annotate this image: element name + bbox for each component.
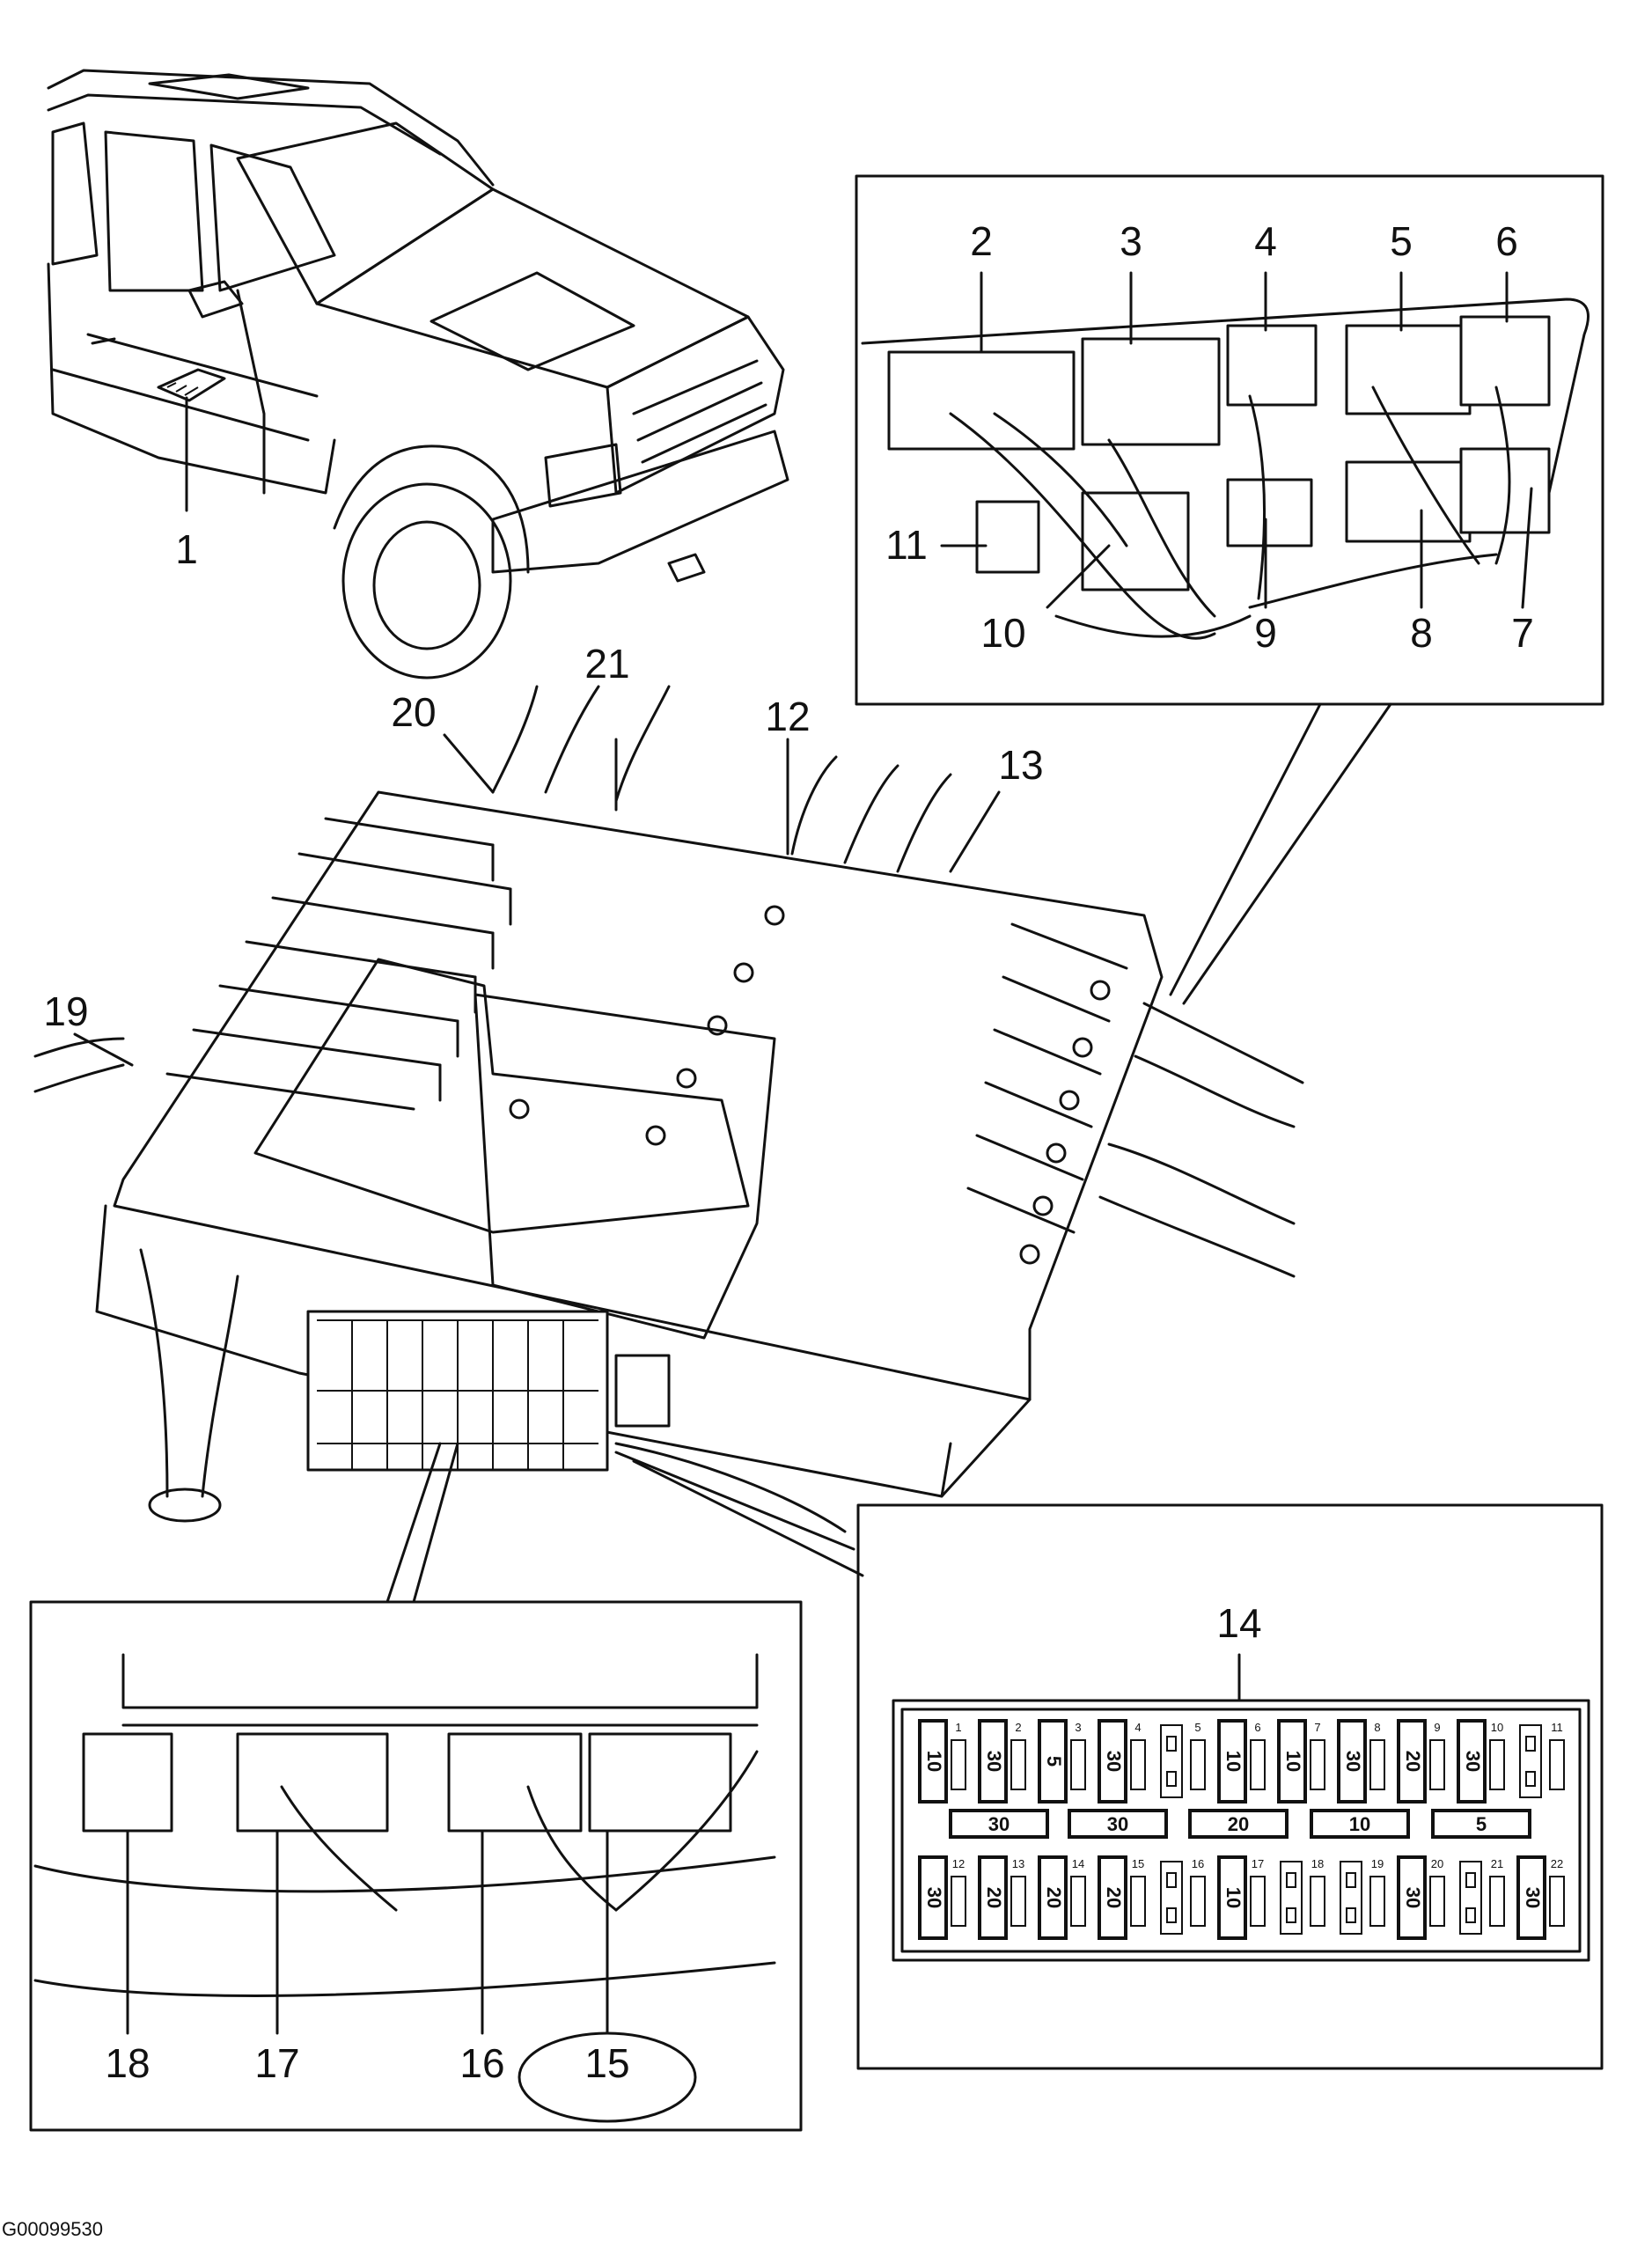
callout-15: 15 xyxy=(584,2040,629,2086)
callout-2: 2 xyxy=(970,218,993,264)
middle-row-fuse-rating: 30 xyxy=(1107,1813,1128,1835)
top-row-fuse-rating: 30 xyxy=(983,1751,1005,1772)
bottom-row-fuse-rating: 20 xyxy=(983,1887,1005,1908)
top-row-slot-number: 6 xyxy=(1254,1721,1260,1734)
top-row-slot-number: 7 xyxy=(1314,1721,1320,1734)
callout-1: 1 xyxy=(175,526,198,572)
document-id: G00099530 xyxy=(2,2218,103,2240)
callout-12: 12 xyxy=(765,694,810,739)
bottom-row-slot-number: 14 xyxy=(1072,1857,1084,1870)
bottom-row-slot-number: 22 xyxy=(1551,1857,1563,1870)
callout-16: 16 xyxy=(459,2040,504,2086)
bottom-row-slot-number: 18 xyxy=(1311,1857,1324,1870)
top-row-fuse-rating: 10 xyxy=(1222,1751,1245,1772)
top-row-fuse-rating: 10 xyxy=(1282,1751,1304,1772)
middle-row-fuse-rating: 5 xyxy=(1476,1813,1487,1835)
middle-row-fuse-rating: 30 xyxy=(988,1813,1010,1835)
top-row-fuse-rating: 5 xyxy=(1043,1756,1065,1767)
fuse-grid: 10 1 30 2 5 3 30 4 5 10 6 10 7 30 8 20 9 30 10 11 30 12 20 13 20… xyxy=(918,1719,1565,1940)
top-row-fuse xyxy=(1277,1719,1307,1804)
bottom-row-slot-number: 16 xyxy=(1192,1857,1204,1870)
bottom-row-fuse-rating: 20 xyxy=(1043,1887,1065,1908)
top-row-fuse xyxy=(1098,1719,1127,1804)
callout-20: 20 xyxy=(391,689,436,735)
callout-7: 7 xyxy=(1511,610,1534,656)
bottom-row-slot-number: 20 xyxy=(1431,1857,1443,1870)
bottom-row-slot-number: 13 xyxy=(1012,1857,1024,1870)
top-row-fuse-rating: 30 xyxy=(1462,1751,1484,1772)
top-row-fuse xyxy=(1217,1719,1247,1804)
top-row-fuse-rating: 30 xyxy=(1342,1751,1364,1772)
bottom-row-fuse xyxy=(918,1855,948,1940)
middle-row-fuse-rating: 10 xyxy=(1349,1813,1370,1835)
bottom-row-fuse xyxy=(978,1855,1008,1940)
bottom-row-slot-number: 15 xyxy=(1132,1857,1144,1870)
bottom-row-slot-number: 17 xyxy=(1252,1857,1264,1870)
top-row-fuse-rating: 10 xyxy=(923,1751,945,1772)
callout-6: 6 xyxy=(1495,218,1518,264)
callout-8: 8 xyxy=(1410,610,1433,656)
callout-14: 14 xyxy=(1216,1600,1261,1646)
bottom-row-fuse-rating: 10 xyxy=(1222,1887,1245,1908)
callout-13: 13 xyxy=(998,742,1043,788)
module-location-marker xyxy=(157,368,226,402)
top-row-slot-number: 1 xyxy=(955,1721,961,1734)
middle-row-fuse xyxy=(1310,1809,1410,1839)
callout-4: 4 xyxy=(1254,218,1277,264)
bottom-row-slot-number: 12 xyxy=(952,1857,965,1870)
callout-labels: 1 2 3 4 5 6 7 8 9 10 11 12 13 14 15 16 1… xyxy=(43,218,1533,2086)
bottom-row-fuse xyxy=(1516,1855,1546,1940)
top-row-fuse-rating: 30 xyxy=(1103,1751,1125,1772)
top-row-slot-number: 11 xyxy=(1551,1721,1563,1734)
bottom-row-slot-number: 19 xyxy=(1371,1857,1384,1870)
relay-inset-panel xyxy=(29,1600,803,2132)
bottom-row-fuse xyxy=(1098,1855,1127,1940)
fuse-box-inset-panel: 10 1 30 2 5 3 30 4 5 10 6 10 7 30 8 20 9 30 10 11 30 12 20 13 20… xyxy=(856,1503,1604,2070)
top-row-fuse xyxy=(1397,1719,1427,1804)
middle-row-fuse xyxy=(949,1809,1049,1839)
vehicle-illustration xyxy=(47,69,789,680)
middle-row-fuse xyxy=(1188,1809,1289,1839)
top-row-slot-number: 3 xyxy=(1075,1721,1081,1734)
top-row-fuse xyxy=(1337,1719,1367,1804)
top-row-fuse xyxy=(1457,1719,1487,1804)
callout-19: 19 xyxy=(43,988,88,1034)
bottom-row-fuse-rating: 20 xyxy=(1103,1887,1125,1908)
bottom-row-fuse xyxy=(1217,1855,1247,1940)
bottom-row-fuse-rating: 30 xyxy=(1402,1887,1424,1908)
top-row-fuse xyxy=(918,1719,948,1804)
top-row-fuse xyxy=(1038,1719,1068,1804)
top-row-fuse xyxy=(978,1719,1008,1804)
connector-inset-panel xyxy=(855,174,1604,1005)
bottom-row-fuse-rating: 30 xyxy=(923,1887,945,1908)
top-row-slot-number: 5 xyxy=(1194,1721,1200,1734)
middle-row-fuse xyxy=(1431,1809,1531,1839)
callout-17: 17 xyxy=(254,2040,299,2086)
middle-row-fuse-rating: 20 xyxy=(1228,1813,1249,1835)
callout-11: 11 xyxy=(885,522,928,568)
callout-5: 5 xyxy=(1390,218,1413,264)
bottom-row-fuse xyxy=(1397,1855,1427,1940)
top-row-slot-number: 8 xyxy=(1374,1721,1380,1734)
callout-3: 3 xyxy=(1120,218,1142,264)
callout-18: 18 xyxy=(105,2040,150,2086)
bottom-row-fuse-rating: 30 xyxy=(1522,1887,1544,1908)
top-row-slot-number: 2 xyxy=(1015,1721,1021,1734)
top-row-slot-number: 4 xyxy=(1134,1721,1141,1734)
middle-row-fuse xyxy=(1068,1809,1168,1839)
callout-10: 10 xyxy=(980,610,1025,656)
top-row-slot-number: 10 xyxy=(1491,1721,1503,1734)
bottom-row-slot-number: 21 xyxy=(1491,1857,1503,1870)
bottom-row-fuse xyxy=(1038,1855,1068,1940)
callout-21: 21 xyxy=(584,641,629,687)
top-row-fuse-rating: 20 xyxy=(1402,1751,1424,1772)
body-electrical-control-module xyxy=(33,685,1304,1604)
callout-9: 9 xyxy=(1254,610,1277,656)
top-row-slot-number: 9 xyxy=(1434,1721,1440,1734)
